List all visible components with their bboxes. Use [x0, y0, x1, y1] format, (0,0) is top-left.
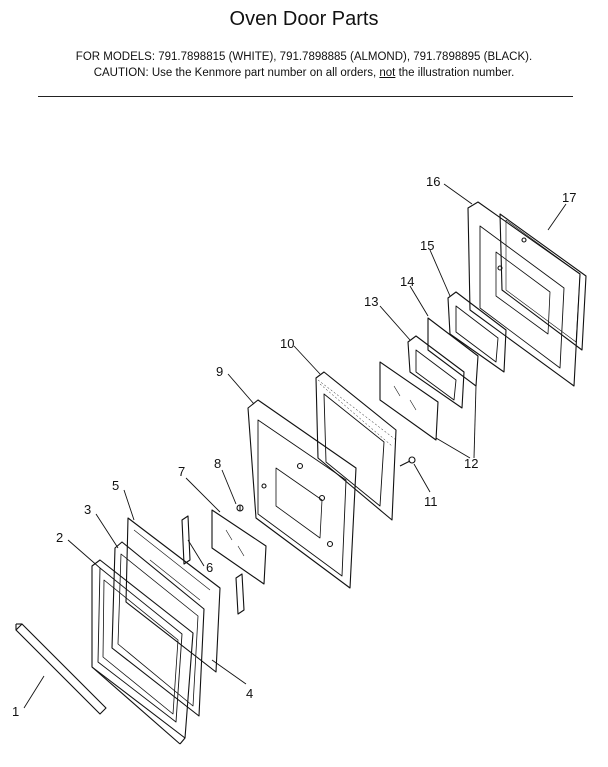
part-17-gasket [499, 213, 587, 351]
part-9-inner-liner [247, 399, 357, 589]
caution-prefix: CAUTION: Use the Kenmore part number on … [93, 67, 380, 79]
part-8-screw [236, 504, 244, 512]
header-divider [38, 96, 573, 97]
callout-7: 7 [178, 464, 185, 479]
callout-11: 11 [424, 494, 438, 509]
callout-1: 1 [12, 704, 19, 719]
callout-3: 3 [84, 502, 91, 517]
callout-9: 9 [216, 364, 223, 379]
callout-6: 6 [206, 560, 213, 575]
part-6-brackets [181, 515, 245, 615]
callout-15: 15 [420, 238, 434, 253]
caution-not: not [379, 67, 396, 79]
part-10-insulation [315, 371, 397, 521]
callout-16: 16 [426, 174, 440, 189]
callout-5: 5 [112, 478, 119, 493]
part-1-handle [15, 623, 107, 715]
callout-8: 8 [214, 456, 221, 471]
part-14-glass [427, 317, 479, 387]
callout-10: 10 [280, 336, 294, 351]
part-5-glass [125, 517, 221, 673]
part-12-glass [379, 361, 439, 441]
callout-labels: 1 2 3 4 5 6 7 8 9 10 11 12 13 14 15 16 1… [12, 174, 576, 719]
models-line: FOR MODELS: 791.7898815 (WHITE), 791.789… [75, 51, 533, 63]
part-3-frame [111, 541, 205, 717]
callout-17: 17 [562, 190, 576, 205]
callout-13: 13 [364, 294, 378, 309]
callout-2: 2 [56, 530, 63, 545]
part-7-inner-glass [211, 509, 267, 585]
part-13-window-frame [407, 335, 465, 409]
callout-12: 12 [464, 456, 478, 471]
caution-line: CAUTION: Use the Kenmore part number on … [0, 67, 608, 79]
leader-lines [23, 183, 567, 709]
caution-suffix: the illustration number. [395, 67, 515, 79]
part-15-frame [447, 291, 507, 373]
page-title: Oven Door Parts [229, 8, 379, 30]
callout-4: 4 [246, 686, 253, 701]
part-2-outer-door [91, 559, 194, 745]
part-11-screw [399, 456, 416, 467]
callout-14: 14 [400, 274, 414, 289]
